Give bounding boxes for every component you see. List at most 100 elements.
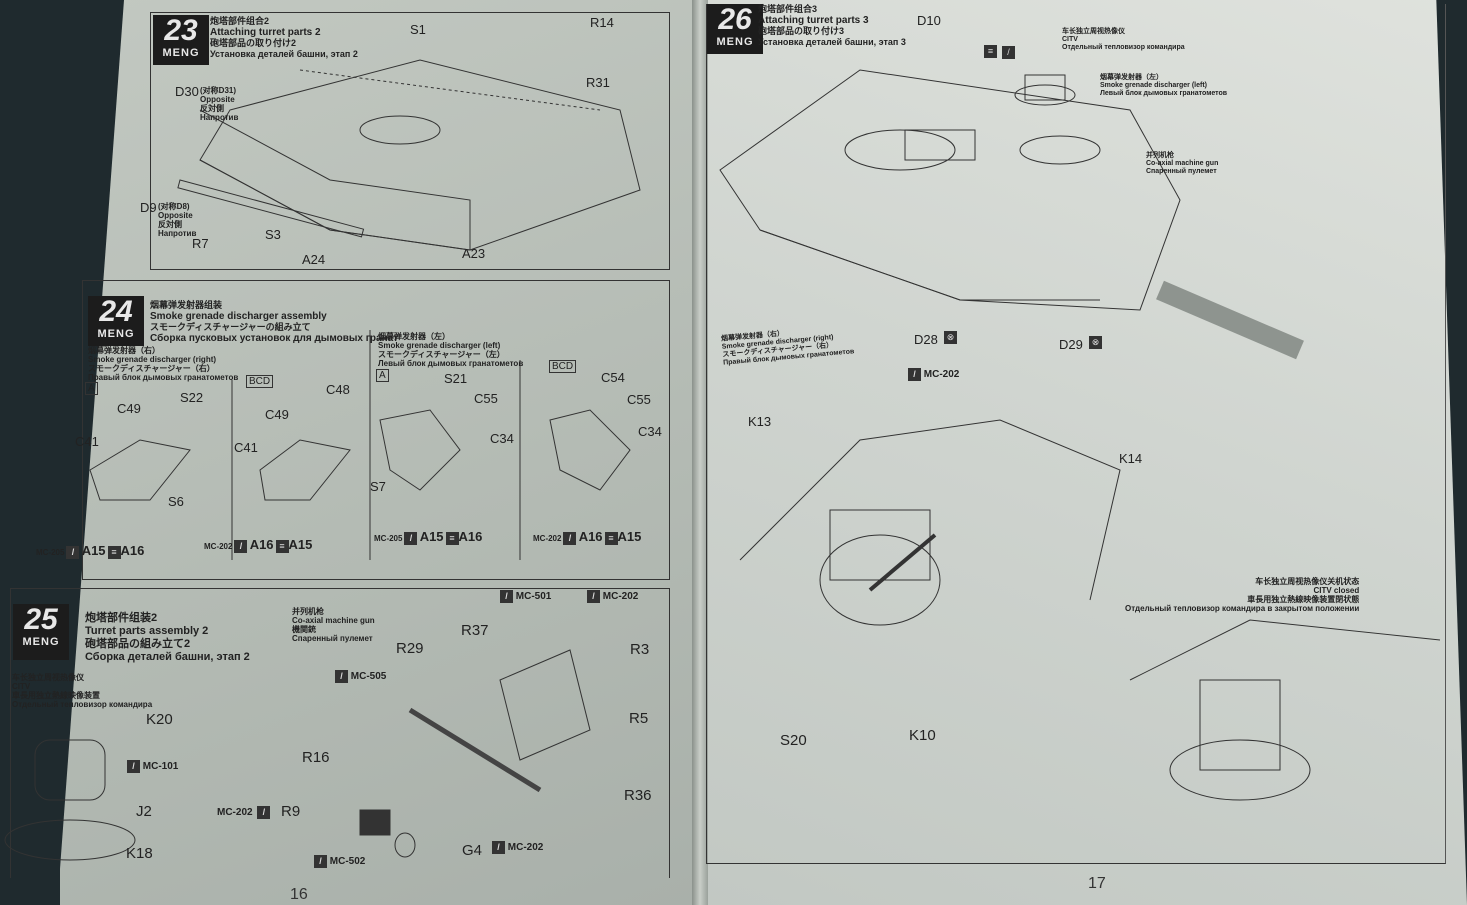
title-zh: 炮塔部件组合2 bbox=[210, 16, 270, 26]
paint-code: MC-205 bbox=[374, 534, 403, 543]
paint-callout: / MC-202 bbox=[906, 368, 959, 381]
part-label: S20 bbox=[780, 732, 807, 749]
turret-drawing-step23 bbox=[177, 59, 641, 251]
left-page bbox=[60, 0, 700, 905]
variant-badge: A bbox=[85, 382, 98, 395]
title-ru: Установка деталей башни, этап 3 bbox=[758, 37, 906, 47]
title-zh: 炮塔部件组装2 bbox=[85, 612, 158, 624]
part-label: C49 bbox=[117, 401, 141, 416]
opposite-note: (对称D8) Opposite 反対側 Напротив bbox=[158, 202, 197, 238]
step-number: 25 bbox=[24, 603, 58, 636]
caption-ja: 機関銃 bbox=[292, 625, 316, 634]
left-discharger-caption: 烟幕弹发射器（左）Smoke grenade discharger (left)… bbox=[378, 332, 523, 368]
title-ja: 砲塔部品の組み立て2 bbox=[85, 638, 191, 650]
paint-code: MC-202 bbox=[602, 591, 639, 603]
smoke-discharger-drawings-step24 bbox=[89, 330, 631, 560]
mixing-icon: ≡ bbox=[604, 532, 618, 546]
part-label: D30 bbox=[175, 84, 199, 99]
step-number: 26 bbox=[718, 3, 752, 36]
part-label: S22 bbox=[180, 390, 204, 405]
caption-ru: Отдельный тепловизор командира bbox=[1062, 44, 1185, 51]
part-label: C34 bbox=[638, 424, 662, 439]
paint-code: A15 bbox=[81, 543, 106, 558]
paint-callout: MC-202 / bbox=[217, 806, 271, 819]
part-label: S6 bbox=[168, 494, 184, 509]
caption-en: Smoke grenade discharger (left) bbox=[378, 341, 501, 350]
part-label: C49 bbox=[265, 407, 289, 422]
caption-zh: 车长独立周视热像仪关机状态 bbox=[1255, 577, 1360, 586]
part-label: D10 bbox=[917, 13, 941, 28]
part-label: R16 bbox=[302, 749, 330, 766]
caption-zh: 车长独立周视热像仪 bbox=[1062, 28, 1125, 35]
paint-callout: MC-202/ A16≡A15 bbox=[204, 538, 312, 554]
paint-callout: / MC-101 bbox=[125, 760, 178, 773]
caption-ja: 車長用独立熱線映像装置閉状態 bbox=[1247, 595, 1360, 604]
part-label: S21 bbox=[444, 371, 468, 386]
caption-zh: 车长独立周视热像仪 bbox=[12, 673, 84, 682]
caption-ru: Левый блок дымовых гранатометов bbox=[378, 359, 524, 368]
part-label: S3 bbox=[265, 227, 281, 242]
caption-zh: 烟幕弹发射器（左） bbox=[378, 332, 450, 341]
part-label: R9 bbox=[281, 803, 301, 820]
book-spine bbox=[692, 0, 708, 905]
part-label: D29 bbox=[1059, 337, 1083, 352]
title-ja: 砲塔部品の取り付け2 bbox=[210, 38, 297, 48]
caption-ja: 車長用独立熱線映像装置 bbox=[12, 691, 100, 700]
caption-zh: 烟幕弹发射器（右） bbox=[88, 346, 160, 355]
citv-and-mg-drawings-step25 bbox=[4, 649, 591, 861]
caption-en: Co-axial machine gun bbox=[1146, 160, 1219, 167]
paint-code: MC-202 bbox=[923, 369, 960, 381]
variant-badge: BCD bbox=[549, 360, 577, 373]
step-24-panel bbox=[82, 280, 670, 580]
paint-code: MC-101 bbox=[142, 761, 179, 773]
variant-badge: BCD bbox=[246, 375, 274, 388]
caption-en: CITV closed bbox=[1313, 586, 1360, 595]
paint-code: MC-502 bbox=[329, 856, 366, 868]
paint-code: A15 bbox=[617, 529, 642, 544]
caption-ja: スモークディスチャージャー（左） bbox=[378, 350, 505, 359]
title-en: Smoke grenade discharger assembly bbox=[150, 311, 327, 322]
part-label: C55 bbox=[627, 392, 651, 407]
brand-logo: MENG bbox=[97, 328, 135, 340]
title-en: Attaching turret parts 2 bbox=[210, 27, 321, 38]
paint-callout: / MC-202 bbox=[490, 841, 543, 854]
part-label: A23 bbox=[462, 246, 486, 261]
paint-callout: MC-202/ A16≡A15 bbox=[533, 529, 642, 546]
paint-code: A16 bbox=[458, 529, 483, 544]
part-label: R29 bbox=[396, 640, 424, 657]
part-label: R7 bbox=[192, 236, 209, 251]
paint-code: MC-501 bbox=[515, 591, 552, 603]
title-ru: Сборка деталей башни, этап 2 bbox=[85, 651, 250, 663]
part-label: K13 bbox=[748, 414, 772, 429]
decal-icon: ⊗ bbox=[1089, 336, 1102, 349]
title-en: Attaching turret parts 3 bbox=[758, 15, 869, 26]
part-label: S1 bbox=[410, 22, 426, 37]
part-label: C48 bbox=[326, 382, 350, 397]
caption-en: Co-axial machine gun bbox=[292, 616, 375, 625]
paint-brush-icon: / bbox=[127, 760, 140, 773]
title-ja: スモークディスチャージャーの組み立て bbox=[150, 322, 311, 332]
paint-callout: MC-205/ A15≡A16 bbox=[36, 543, 144, 560]
caption-en: CITV bbox=[1062, 36, 1078, 43]
paint-callout: / MC-505 bbox=[333, 670, 386, 683]
caption-ja: スモークディスチャージャー（右） bbox=[88, 364, 215, 373]
part-label: K18 bbox=[126, 845, 153, 862]
part-label: R3 bbox=[630, 641, 650, 658]
paint-brush-icon: / bbox=[234, 540, 248, 554]
paint-brush-icon: / bbox=[587, 590, 600, 603]
detail-drawing-step26 bbox=[739, 419, 1441, 801]
step-26-panel bbox=[706, 4, 1446, 864]
opposite-note: (对称D31) Opposite 反対側 Напротив bbox=[200, 86, 239, 122]
decal-icon: ⊗ bbox=[944, 331, 957, 344]
